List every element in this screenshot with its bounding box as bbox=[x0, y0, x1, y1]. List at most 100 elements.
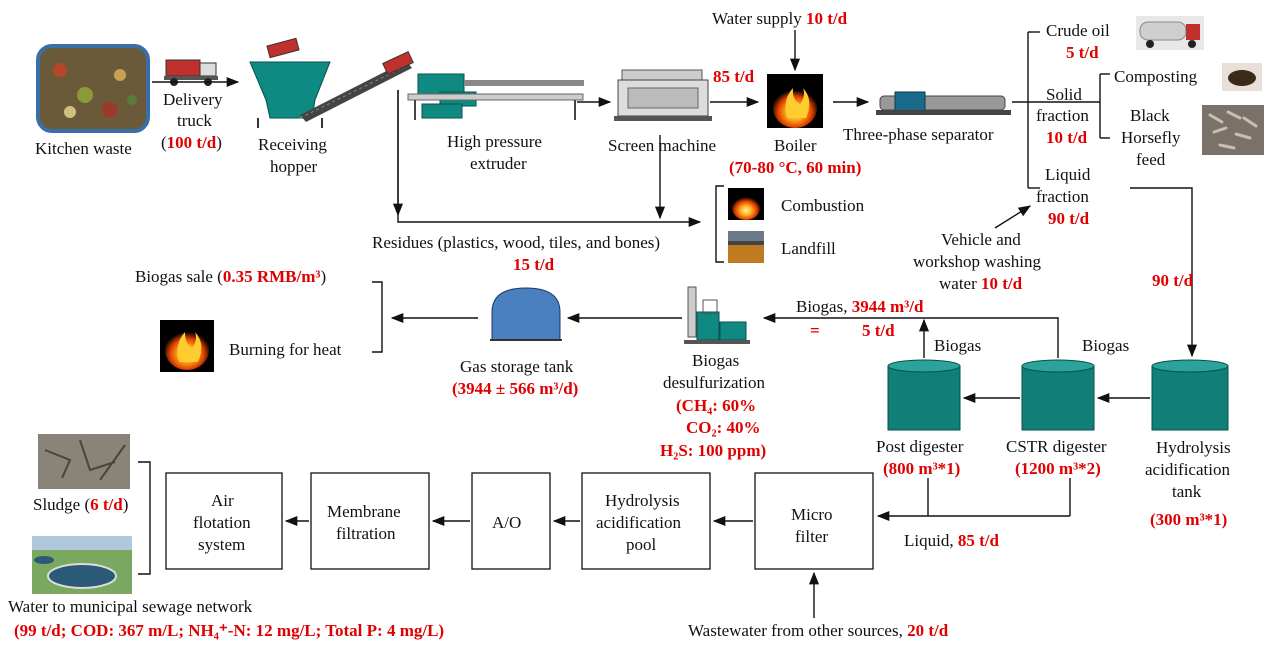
hydrolysis-tank-label-3: tank bbox=[1172, 482, 1202, 501]
solid-rate: 10 t/d bbox=[1046, 128, 1088, 147]
extruder-label-2: extruder bbox=[470, 154, 527, 173]
delivery-rate-value: 100 t/d bbox=[167, 133, 217, 152]
sludge-label: Sludge ( bbox=[33, 495, 90, 514]
separator-icon bbox=[876, 91, 1011, 115]
landfill-label: Landfill bbox=[781, 239, 836, 258]
air-flotation-label-3: system bbox=[198, 535, 245, 554]
washing-label-2: workshop washing bbox=[913, 252, 1041, 271]
biogas-flow-rate2: 5 t/d bbox=[862, 321, 895, 340]
oil-tanker-photo bbox=[1136, 16, 1204, 50]
post-digester-size: (800 m³*1) bbox=[883, 459, 960, 478]
biogas-sale-label: Biogas sale ( bbox=[135, 267, 223, 286]
hydrolysis-tank-size: (300 m³*1) bbox=[1150, 510, 1227, 529]
co2-value: CO₂: 40% bbox=[686, 418, 761, 437]
bsf-label-3: feed bbox=[1136, 150, 1166, 169]
cstr-digester-label: CSTR digester bbox=[1006, 437, 1107, 456]
hydro-pool-label-3: pool bbox=[626, 535, 657, 554]
biogas-flow-rate: 3944 m³/d bbox=[852, 297, 924, 316]
separator-label: Three-phase separator bbox=[843, 125, 994, 144]
boiler-label: Boiler bbox=[774, 136, 817, 155]
air-flotation-box bbox=[165, 472, 283, 570]
sludge: Sludge (6 t/d) bbox=[33, 495, 128, 514]
flow-lines bbox=[138, 30, 1198, 618]
liquid-label-1: Liquid bbox=[1045, 165, 1091, 184]
delivery-truck-icon bbox=[164, 59, 218, 86]
biogas-flow-eq: = bbox=[810, 321, 820, 340]
combustion-label: Combustion bbox=[781, 196, 865, 215]
extruder-label-1: High pressure bbox=[447, 132, 542, 151]
residues-label: Residues (plastics, wood, tiles, and bon… bbox=[372, 233, 660, 252]
biogas-label-cstr: Biogas bbox=[1082, 336, 1129, 355]
sludge-rate: 6 t/d bbox=[90, 495, 123, 514]
water-out-label: Water to municipal sewage network bbox=[8, 597, 253, 616]
kitchen-waste-photo bbox=[36, 44, 150, 133]
water-supply: Water supply 10 t/d bbox=[712, 9, 848, 28]
hydro-pool-label-2: acidification bbox=[596, 513, 681, 532]
desulf-label-2: desulfurization bbox=[663, 373, 765, 392]
gas-storage-tank-icon bbox=[490, 287, 562, 341]
screen-rate: 85 t/d bbox=[713, 67, 755, 86]
burning-for-heat-label: Burning for heat bbox=[229, 340, 342, 359]
water-supply-rate: 10 t/d bbox=[806, 9, 848, 28]
cstr-digester-tank-icon bbox=[1021, 359, 1095, 431]
biogas-flow-label: Biogas, bbox=[796, 297, 847, 316]
liquid-out-label: Liquid, bbox=[904, 531, 954, 550]
post-digester-label: Post digester bbox=[876, 437, 964, 456]
biogas-sale-close: ) bbox=[320, 267, 326, 286]
boiler-conditions: (70-80 °C, 60 min) bbox=[729, 158, 861, 177]
biogas-label-post: Biogas bbox=[934, 336, 981, 355]
micro-filter-box bbox=[754, 472, 874, 570]
larvae-photo bbox=[1202, 105, 1264, 155]
solid-label-1: Solid bbox=[1046, 85, 1082, 104]
extruder-icon bbox=[407, 73, 584, 120]
desulf-label-1: Biogas bbox=[692, 351, 739, 370]
crude-oil-rate: 5 t/d bbox=[1066, 43, 1099, 62]
membrane-label-1: Membrane bbox=[327, 502, 401, 521]
washing-rate: 10 t/d bbox=[981, 274, 1023, 293]
biogas-sale: Biogas sale (0.35 RMB/m³) bbox=[135, 267, 326, 286]
hydrolysis-tank-label-1: Hydrolysis bbox=[1156, 438, 1231, 457]
receiving-hopper-icon bbox=[249, 37, 331, 128]
desulfurization-icon bbox=[684, 286, 750, 344]
post-digester-tank-icon bbox=[887, 359, 961, 431]
washing-label-1: Vehicle and bbox=[941, 230, 1021, 249]
to-hydrolysis-rate: 90 t/d bbox=[1152, 271, 1194, 290]
burning-fire-icon bbox=[160, 320, 214, 372]
sludge-photo bbox=[38, 434, 130, 489]
biogas-flow: Biogas, 3944 m³/d bbox=[796, 297, 924, 316]
receiving-hopper-label-2: hopper bbox=[270, 157, 318, 176]
crude-oil-label: Crude oil bbox=[1046, 21, 1110, 40]
delivery-truck-label-2: truck bbox=[177, 111, 212, 130]
compost-photo bbox=[1222, 63, 1262, 91]
washing-label-3-text: water bbox=[939, 274, 977, 293]
liquid-label-2: fraction bbox=[1036, 187, 1089, 206]
delivery-rate: (100 t/d) bbox=[161, 133, 222, 152]
liquid-out: Liquid, 85 t/d bbox=[904, 531, 999, 550]
hydrolysis-pool-box bbox=[581, 472, 711, 570]
receiving-hopper-label-1: Receiving bbox=[258, 135, 327, 154]
liquid-out-rate: 85 t/d bbox=[958, 531, 1000, 550]
other-wastewater-label: Wastewater from other sources, bbox=[688, 621, 903, 640]
membrane-filtration-box bbox=[310, 472, 430, 570]
composting-label: Composting bbox=[1114, 67, 1198, 86]
gas-tank-label: Gas storage tank bbox=[460, 357, 574, 376]
gas-tank-rate: (3944 ± 566 m³/d) bbox=[452, 379, 578, 398]
boiler-fire-icon bbox=[767, 74, 823, 128]
hydrolysis-tank-label-2: acidification bbox=[1145, 460, 1230, 479]
hydrolysis-tank-icon bbox=[1151, 359, 1229, 431]
cstr-size: (1200 m³*2) bbox=[1015, 459, 1101, 478]
residues-rate: 15 t/d bbox=[513, 255, 555, 274]
bsf-label-2: Horsefly bbox=[1121, 128, 1181, 147]
solid-label-2: fraction bbox=[1036, 106, 1089, 125]
ao-box bbox=[471, 472, 551, 570]
washing-label-3: water 10 t/d bbox=[939, 274, 1023, 293]
liquid-rate: 90 t/d bbox=[1048, 209, 1090, 228]
air-flotation-label-2: flotation bbox=[193, 513, 251, 532]
ao-label: A/O bbox=[492, 513, 521, 532]
sewage-plant-photo bbox=[32, 536, 132, 594]
ch4-value: (CH₄: 60% bbox=[676, 396, 756, 415]
water-out-quality: (99 t/d; COD: 367 m/L; NH₄⁺-N: 12 mg/L; … bbox=[14, 621, 444, 640]
membrane-label-2: filtration bbox=[336, 524, 396, 543]
micro-filter-label-1: Micro bbox=[791, 505, 833, 524]
